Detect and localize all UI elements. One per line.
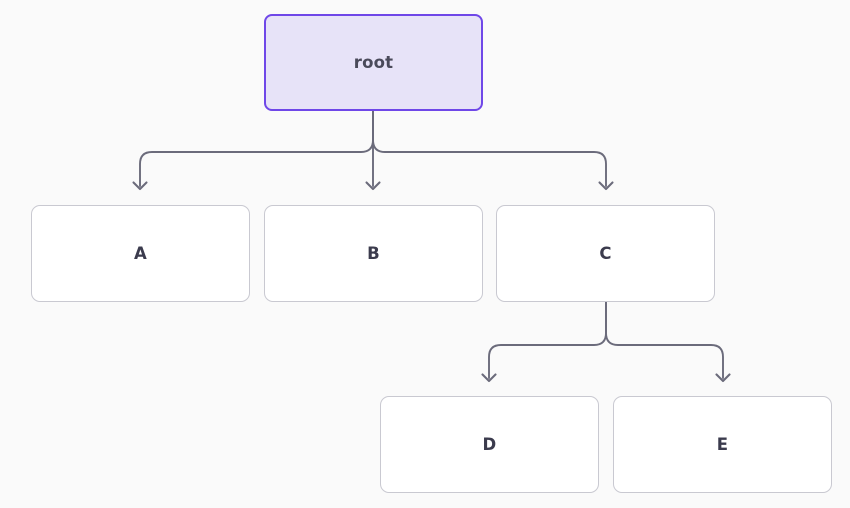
node-label-C: C [599, 244, 612, 263]
edge-C-to-E [605, 301, 724, 379]
node-label-D: D [482, 435, 497, 454]
edge-root-to-A [139, 110, 374, 187]
node-root[interactable]: root [264, 14, 483, 111]
node-label-root: root [353, 53, 394, 72]
node-B[interactable]: B [264, 205, 483, 302]
arrow-D-icon [481, 373, 497, 383]
node-C[interactable]: C [496, 205, 715, 302]
node-label-A: A [134, 244, 147, 263]
node-A[interactable]: A [31, 205, 250, 302]
arrow-A-icon [132, 181, 148, 191]
arrow-E-icon [715, 373, 731, 383]
arrow-B-icon [365, 181, 381, 191]
edge-C-to-D [488, 301, 607, 379]
node-label-E: E [716, 435, 729, 454]
edge-root-to-C [372, 110, 607, 187]
arrow-C-icon [598, 181, 614, 191]
node-E[interactable]: E [613, 396, 832, 493]
node-label-B: B [367, 244, 380, 263]
node-D[interactable]: D [380, 396, 599, 493]
